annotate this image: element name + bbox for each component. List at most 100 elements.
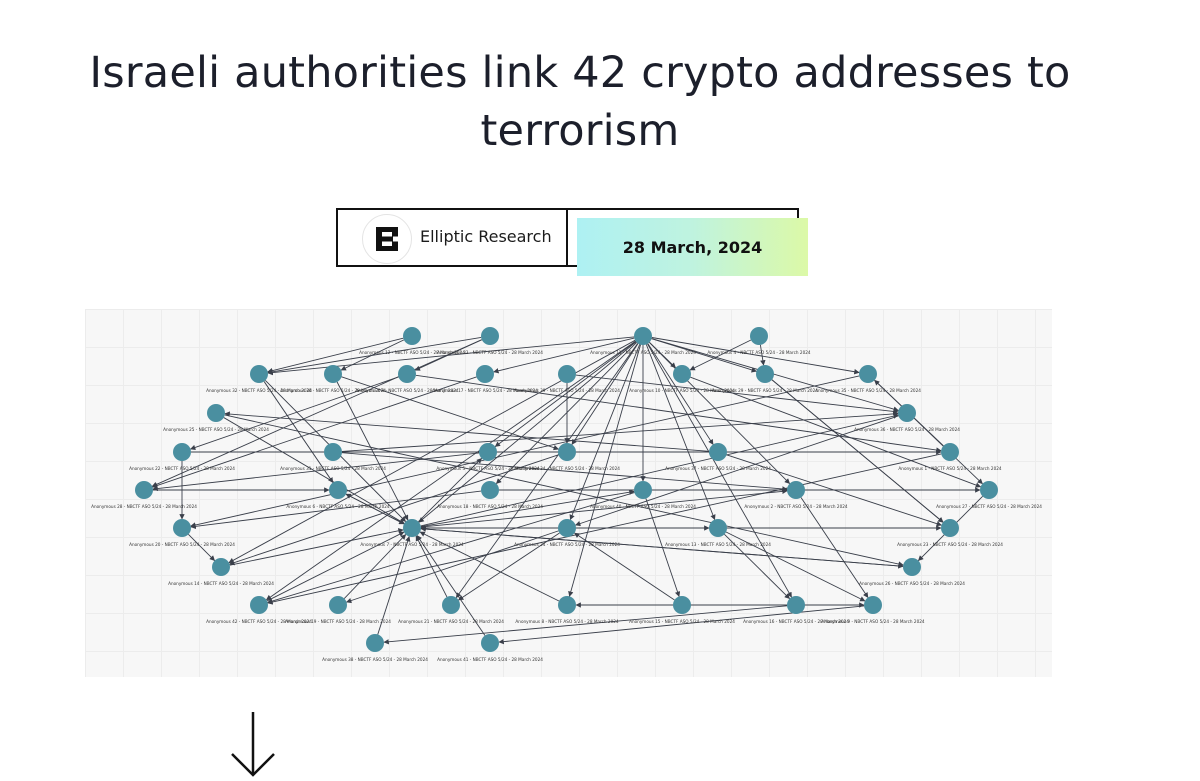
graph-node[interactable] <box>558 365 576 383</box>
graph-node[interactable] <box>709 443 727 461</box>
graph-node-label: Anonymous 5 - NBCTF ASO 5/24 - 28 March … <box>436 466 539 471</box>
graph-node-label: Anonymous 25 - NBCTF ASO 5/24 - 28 March… <box>163 427 269 432</box>
graph-node-label: Anonymous 15 - NBCTF ASO 5/24 - 28 March… <box>629 619 735 624</box>
graph-node[interactable] <box>673 596 691 614</box>
graph-node-label: Anonymous 23 - NBCTF ASO 5/24 - 28 March… <box>897 542 1003 547</box>
graph-edge <box>377 536 411 635</box>
graph-node[interactable] <box>366 634 384 652</box>
transaction-graph: Anonymous 12 - NBCTF ASO 5/24 - 28 March… <box>85 309 1052 677</box>
graph-edge <box>420 528 904 569</box>
graph-node[interactable] <box>980 481 998 499</box>
graph-node[interactable] <box>756 365 774 383</box>
graph-node[interactable] <box>941 443 959 461</box>
graph-node[interactable] <box>250 365 268 383</box>
graph-node[interactable] <box>481 327 499 345</box>
graph-node[interactable] <box>481 481 499 499</box>
graph-edge <box>498 605 865 645</box>
graph-node[interactable] <box>673 365 691 383</box>
graph-edge <box>267 337 404 374</box>
graph-edge <box>651 337 860 375</box>
graph-node-label: Anonymous 10 - NBCTF ASO 5/24 - 28 March… <box>629 388 735 393</box>
graph-node-label: Anonymous 34 - NBCTF ASO 5/24 - 28 March… <box>514 466 620 471</box>
graph-edge <box>267 453 942 605</box>
graph-node[interactable] <box>558 596 576 614</box>
graph-edge <box>336 381 409 521</box>
arrow-down-icon <box>228 712 278 777</box>
graph-node-label: Anonymous 9 - NBCTF ASO 5/24 - 28 March … <box>821 619 924 624</box>
graph-node[interactable] <box>903 558 921 576</box>
graph-edge <box>647 343 714 445</box>
graph-edge <box>340 339 405 371</box>
graph-node[interactable] <box>941 519 959 537</box>
graph-node-label: Anonymous 19 - NBCTF ASO 5/24 - 28 March… <box>285 619 391 624</box>
graph-node[interactable] <box>250 596 268 614</box>
graph-node[interactable] <box>207 404 225 422</box>
author-block[interactable]: Elliptic Research <box>338 210 568 265</box>
graph-node-label: Anonymous 18 - NBCTF ASO 5/24 - 28 March… <box>437 504 543 509</box>
graph-node-label: Anonymous 11 - NBCTF ASO 5/24 - 28 March… <box>590 350 696 355</box>
graph-edge <box>415 535 448 598</box>
graph-node[interactable] <box>864 596 882 614</box>
graph-edge <box>494 341 637 447</box>
graph-node[interactable] <box>709 519 727 537</box>
graph-node-label: Anonymous 17 - NBCTF ASO 5/24 - 28 March… <box>432 388 538 393</box>
graph-node[interactable] <box>898 404 916 422</box>
graph-edge <box>263 381 334 484</box>
graph-node[interactable] <box>173 443 191 461</box>
graph-node-label: Anonymous 41 - NBCTF ASO 5/24 - 28 March… <box>437 657 543 662</box>
graph-node[interactable] <box>135 481 153 499</box>
graph-node[interactable] <box>212 558 230 576</box>
graph-node[interactable] <box>859 365 877 383</box>
graph-node[interactable] <box>481 634 499 652</box>
graph-edge <box>771 379 944 523</box>
graph-node[interactable] <box>476 365 494 383</box>
graph-node-label: Anonymous 4 - NBCTF ASO 5/24 - 28 March … <box>707 350 810 355</box>
graph-node-label: Anonymous 33 - NBCTF ASO 5/24 - 28 March… <box>437 350 543 355</box>
graph-edge <box>575 374 899 415</box>
graph-edge <box>341 452 788 492</box>
graph-node[interactable] <box>324 443 342 461</box>
graph-node-label: Anonymous 7 - NBCTF ASO 5/24 - 28 March … <box>360 542 463 547</box>
graph-node[interactable] <box>787 481 805 499</box>
graph-node[interactable] <box>479 443 497 461</box>
graph-node[interactable] <box>558 443 576 461</box>
graph-node[interactable] <box>329 596 347 614</box>
graph-node[interactable] <box>558 519 576 537</box>
graph-edge <box>759 344 766 366</box>
graph-edge <box>418 341 637 523</box>
graph-edge <box>651 338 899 412</box>
graph-edge <box>267 492 635 604</box>
graph-edge <box>874 379 983 485</box>
graph-edge <box>190 375 860 528</box>
graph-edge <box>690 376 982 488</box>
graph-node[interactable] <box>329 481 347 499</box>
graph-node[interactable] <box>403 519 421 537</box>
graph-node-label: Anonymous 14 - NBCTF ASO 5/24 - 28 March… <box>168 581 274 586</box>
graph-node-label: Anonymous 32 - NBCTF ASO 5/24 - 28 March… <box>206 388 312 393</box>
graph-node[interactable] <box>750 327 768 345</box>
graph-edge <box>151 339 482 487</box>
publish-date: 28 March, 2024 <box>622 237 763 257</box>
graph-edge <box>458 532 560 601</box>
graph-node-label: Anonymous 26 - NBCTF ASO 5/24 - 28 March… <box>859 581 965 586</box>
graph-edge <box>495 342 637 484</box>
page-title: Israeli authorities link 42 crypto addre… <box>89 48 1071 156</box>
author-name[interactable]: Elliptic Research <box>420 227 552 246</box>
graph-node[interactable] <box>403 327 421 345</box>
graph-node-label: Anonymous 24 - NBCTF ASO 5/24 - 28 March… <box>514 542 620 547</box>
graph-node[interactable] <box>442 596 460 614</box>
graph-node[interactable] <box>324 365 342 383</box>
graph-node-label: Anonymous 31 - NBCTF ASO 5/24 - 28 March… <box>280 466 386 471</box>
graph-edge <box>420 413 899 527</box>
graph-node[interactable] <box>398 365 416 383</box>
graph-node[interactable] <box>787 596 805 614</box>
graph-edge <box>152 452 480 492</box>
graph-node[interactable] <box>634 327 652 345</box>
graph-edge <box>229 454 559 566</box>
graph-edge <box>420 489 635 527</box>
graph-edge <box>266 531 405 602</box>
graph-node-label: Anonymous 6 - NBCTF ASO 5/24 - 28 March … <box>286 504 389 509</box>
graph-node[interactable] <box>634 481 652 499</box>
graph-canvas: Anonymous 12 - NBCTF ASO 5/24 - 28 March… <box>91 327 1042 662</box>
graph-node[interactable] <box>173 519 191 537</box>
